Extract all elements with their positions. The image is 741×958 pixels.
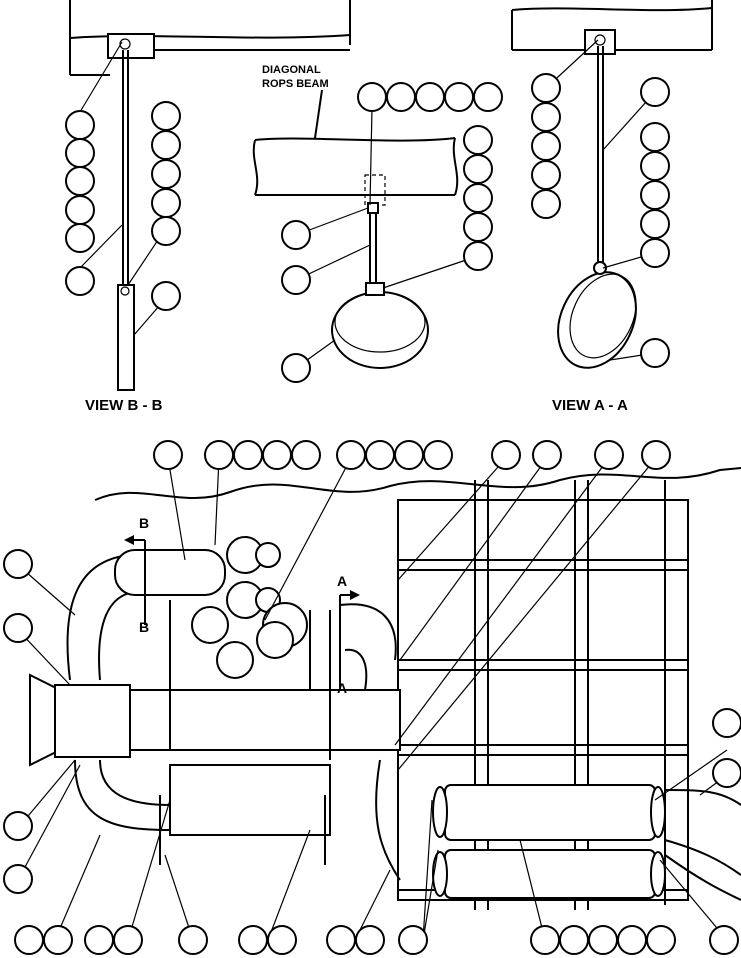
callout-bubble xyxy=(291,440,321,470)
callout-bubble xyxy=(473,82,503,112)
callout-bubble xyxy=(640,151,670,181)
hanger-strap xyxy=(117,284,135,391)
section-a-bottom-label: A xyxy=(337,680,347,696)
callout-bubble xyxy=(238,925,268,955)
callout-bubble xyxy=(463,125,493,155)
callout-bubble xyxy=(463,212,493,242)
diagonal-rops-beam-label-2: ROPS BEAM xyxy=(262,78,329,90)
callout-bubble xyxy=(640,338,670,368)
callout-bubble xyxy=(84,925,114,955)
callout-bubble xyxy=(394,440,424,470)
callout-bubble xyxy=(151,281,181,311)
callout-bubble xyxy=(262,440,292,470)
view-b-label: VIEW B - B xyxy=(85,397,163,414)
callout-bubble xyxy=(415,82,445,112)
callout-bubble xyxy=(709,925,739,955)
callout-bubble xyxy=(559,925,589,955)
callout-bubble xyxy=(178,925,208,955)
callout-bubble xyxy=(386,82,416,112)
pipe-clamp-ring-a xyxy=(557,271,637,369)
crossover-pipe xyxy=(114,549,226,596)
bolt xyxy=(119,38,131,50)
callout-bubble xyxy=(151,216,181,246)
callout-bubble xyxy=(531,160,561,190)
callout-bubble xyxy=(3,811,33,841)
callout-bubble xyxy=(336,440,366,470)
callout-bubble xyxy=(640,122,670,152)
callout-bubble xyxy=(532,440,562,470)
callout-bubble xyxy=(204,440,234,470)
callout-bubble xyxy=(491,440,521,470)
callout-bubble xyxy=(151,159,181,189)
callout-bubble xyxy=(646,925,676,955)
section-a-top-label: A xyxy=(337,573,347,589)
mounting-bracket xyxy=(107,33,155,59)
diagonal-rops-beam-label-1: DIAGONAL xyxy=(262,64,321,76)
callout-bubble xyxy=(65,223,95,253)
callout-bubble xyxy=(3,613,33,643)
muffler-lower xyxy=(444,849,656,899)
callout-bubble xyxy=(14,925,44,955)
callout-bubble xyxy=(65,110,95,140)
section-b-top-label: B xyxy=(139,515,149,531)
callout-bubble xyxy=(531,189,561,219)
callout-bubble xyxy=(281,265,311,295)
callout-bubble xyxy=(712,758,741,788)
callout-bubble xyxy=(365,440,395,470)
callout-bubble xyxy=(398,925,428,955)
callout-bubble xyxy=(712,708,741,738)
section-b-bottom-label: B xyxy=(139,619,149,635)
callout-bubble xyxy=(65,266,95,296)
callout-bubble xyxy=(641,440,671,470)
callout-bubble xyxy=(357,82,387,112)
callout-bubble xyxy=(3,864,33,894)
callout-bubble xyxy=(3,549,33,579)
callout-bubble xyxy=(640,209,670,239)
main-assembly xyxy=(29,467,741,910)
callout-bubble xyxy=(423,440,453,470)
callout-bubble xyxy=(463,154,493,184)
callout-bubble xyxy=(267,925,297,955)
callout-bubble xyxy=(355,925,385,955)
callout-bubble xyxy=(281,353,311,383)
lower-housing xyxy=(169,764,331,836)
callout-bubble xyxy=(617,925,647,955)
view-a-label: VIEW A - A xyxy=(552,397,628,414)
callout-bubble xyxy=(65,195,95,225)
callout-bubble xyxy=(151,188,181,218)
callout-bubble xyxy=(113,925,143,955)
callout-bubble xyxy=(531,102,561,132)
callout-bubble xyxy=(588,925,618,955)
callout-bubble xyxy=(151,130,181,160)
pipe-clamp-ring xyxy=(331,291,429,369)
callout-bubble xyxy=(530,925,560,955)
callout-bubble xyxy=(65,166,95,196)
leader-lines xyxy=(17,39,728,941)
view-b-detail xyxy=(69,0,351,391)
callout-bubble xyxy=(281,220,311,250)
muffler-upper xyxy=(444,784,656,841)
callout-bubbles xyxy=(3,73,741,955)
callout-bubble xyxy=(65,138,95,168)
callout-bubble xyxy=(531,73,561,103)
callout-bubble xyxy=(640,77,670,107)
callout-bubble xyxy=(326,925,356,955)
callout-bubble xyxy=(594,440,624,470)
callout-bubble xyxy=(463,183,493,213)
callout-bubble xyxy=(463,241,493,271)
callout-bubble xyxy=(640,238,670,268)
callout-bubble xyxy=(153,440,183,470)
callout-bubble xyxy=(444,82,474,112)
callout-bubble xyxy=(43,925,73,955)
callout-bubble xyxy=(233,440,263,470)
callout-bubble xyxy=(531,131,561,161)
callout-bubble xyxy=(151,101,181,131)
view-a-detail xyxy=(511,0,713,369)
callout-bubble xyxy=(640,180,670,210)
